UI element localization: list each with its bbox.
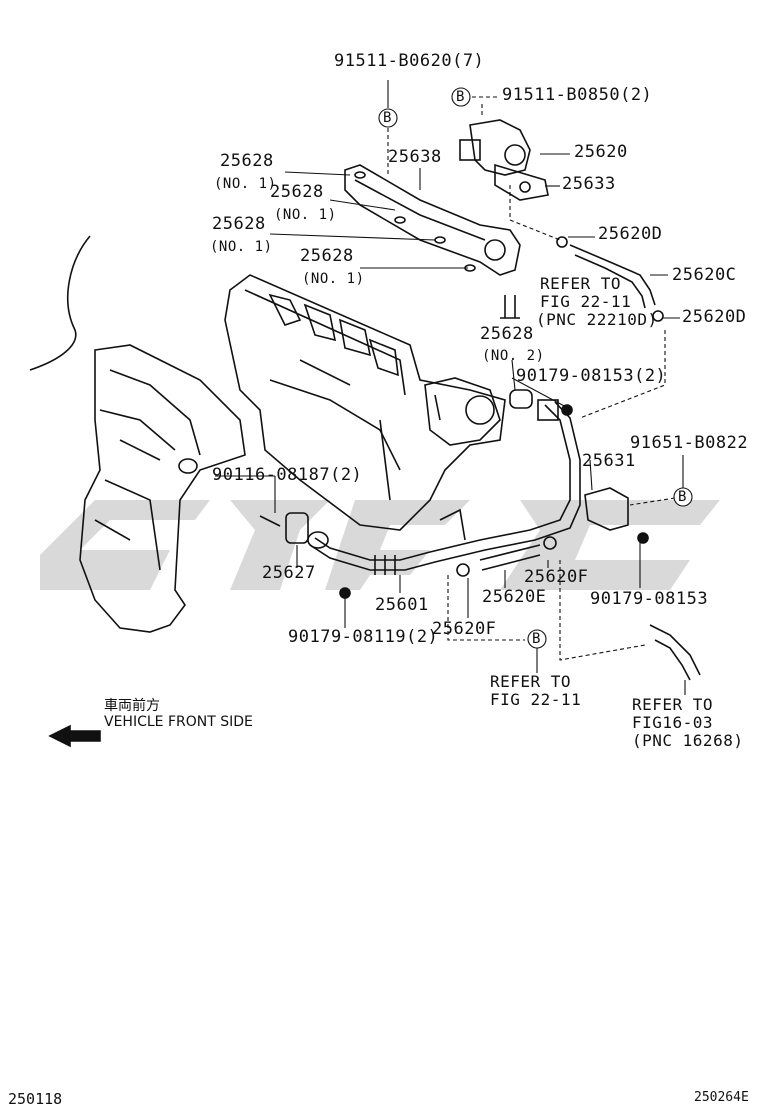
label-no1-a: (NO. 1) <box>214 176 277 192</box>
stud-bolt <box>259 515 281 527</box>
circle-b-markers <box>378 87 693 649</box>
label-25628-a: 25628 <box>220 151 274 171</box>
leader-lines <box>215 80 686 695</box>
label-25628-b: 25628 <box>270 182 324 202</box>
label-91651-b0822: 91651-B0822 <box>630 433 749 453</box>
label-fig16-03: FIG16-03 <box>632 713 714 732</box>
boundary-line <box>29 235 91 371</box>
vehicle-front-arrow <box>48 724 101 748</box>
label-25620d-b: 25620D <box>682 307 747 327</box>
label-25620e: 25620E <box>482 587 547 607</box>
footer-left-code: 250118 <box>8 1090 63 1108</box>
watermark-logo <box>40 500 720 590</box>
circle-b-3: B <box>678 489 687 505</box>
circle-b-1: B <box>383 110 392 126</box>
label-90179-08119: 90179-08119(2) <box>288 627 439 647</box>
hose-ref-16-03 <box>649 624 701 681</box>
label-25628-d: 25628 <box>300 246 354 266</box>
label-90116-08187: 90116-08187(2) <box>212 465 363 485</box>
vehicle-front-jp: 車両前方 <box>104 698 160 714</box>
label-no1-c: (NO. 1) <box>210 239 273 255</box>
label-25620: 25620 <box>574 142 628 162</box>
label-90179-08153: 90179-08153 <box>590 589 709 609</box>
label-fig-22-11-a: FIG 22-11 <box>540 292 632 311</box>
label-fig-22-11-b: FIG 22-11 <box>490 690 582 709</box>
label-no1-d: (NO. 1) <box>302 271 365 287</box>
label-90179-08153-2: 90179-08153(2) <box>516 366 667 386</box>
footer-right-code: 250264E <box>694 1090 749 1105</box>
label-91511-b0620: 91511-B0620(7) <box>334 51 485 71</box>
label-refer-to-a: REFER TO <box>540 274 622 293</box>
label-refer-to-c: REFER TO <box>632 695 714 714</box>
bracket-25631 <box>584 487 629 531</box>
label-no2: (NO. 2) <box>482 348 545 364</box>
gasket-25627 <box>285 512 309 544</box>
exhaust-manifold <box>79 344 246 633</box>
label-refer-to-b: REFER TO <box>490 672 572 691</box>
label-25628-e: 25628 <box>480 324 534 344</box>
label-25601: 25601 <box>375 595 429 615</box>
hose-25620c <box>569 244 656 306</box>
label-25620c: 25620C <box>672 265 737 285</box>
label-25628-c: 25628 <box>212 214 266 234</box>
hose-25620e <box>479 544 541 571</box>
label-25620f-b: 25620F <box>432 619 497 639</box>
circle-b-2: B <box>456 89 465 105</box>
engine-block <box>224 274 506 531</box>
label-25631: 25631 <box>582 451 636 471</box>
egr-pipe-25638 <box>344 164 521 276</box>
label-25620f-a: 25620F <box>524 567 589 587</box>
label-pnc-16268: (PNC 16268) <box>632 731 744 750</box>
label-91511-b0850: 91511-B0850(2) <box>502 85 653 105</box>
label-25633: 25633 <box>562 174 616 194</box>
vehicle-front-en: VEHICLE FRONT SIDE <box>104 714 253 730</box>
label-no1-b: (NO. 1) <box>274 207 337 223</box>
circle-b-4: B <box>532 631 541 647</box>
label-25638: 25638 <box>388 147 442 167</box>
label-pnc-22210d: (PNC 22210D) <box>536 310 658 329</box>
label-25627: 25627 <box>262 563 316 583</box>
gasket-25628-no2 <box>509 389 533 409</box>
egr-pipe-25601 <box>307 399 581 575</box>
label-25620d-a: 25620D <box>598 224 663 244</box>
egr-valve-25620 <box>459 119 549 201</box>
